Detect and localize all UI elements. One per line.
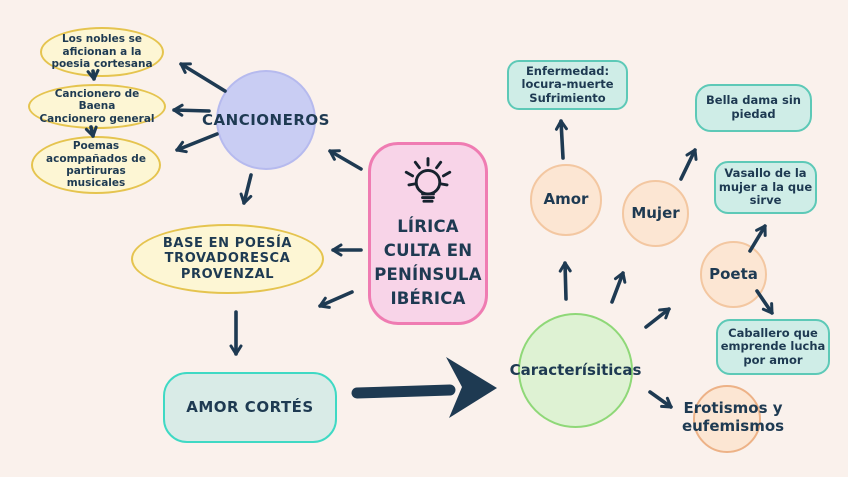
node-erotismos-label-wrap[interactable]: Erotismos y eufemismos xyxy=(668,394,798,442)
arrow-mujer-to-bella-dama xyxy=(679,148,698,181)
arrow-amor-to-enfermedad xyxy=(554,119,568,160)
node-erotismos-label: Erotismos y eufemismos xyxy=(681,399,785,435)
note-poemas-label: Poemas acompañados de partiruras musical… xyxy=(46,140,146,190)
node-amor-label: Amor xyxy=(543,190,589,209)
central-topic-title: LÍRICA CULTA EN PENÍNSULA IBÉRICA xyxy=(374,217,482,308)
node-amor-cortes-label: AMOR CORTÉS xyxy=(186,397,314,416)
arrow-central-to-cancioneros xyxy=(328,149,363,171)
node-poeta-label: Poeta xyxy=(709,264,758,283)
arrow-cancioneros-to-poemas xyxy=(175,132,219,154)
note-enfermedad-label: Enfermedad: locura-muerte Sufrimiento xyxy=(521,63,614,105)
arrow-caracteristicas-to-poeta xyxy=(644,307,671,329)
node-base-trovadoresca[interactable]: BASE EN POESÍA TROVADORESCA PROVENZAL xyxy=(131,224,324,294)
node-base-label: BASE EN POESÍA TROVADORESCA PROVENZAL xyxy=(162,236,293,282)
note-enfermedad[interactable]: Enfermedad: locura-muerte Sufrimiento xyxy=(507,60,628,110)
note-nobles-label: Los nobles se aficionan a la poesia cort… xyxy=(51,33,153,71)
node-caracteristicas[interactable]: Caracterísiticas xyxy=(510,313,641,428)
arrow-cancioneros-to-base xyxy=(239,173,253,205)
note-nobles[interactable]: Los nobles se aficionan a la poesia cort… xyxy=(40,27,164,77)
note-bella-dama[interactable]: Bella dama sin piedad xyxy=(695,84,812,132)
node-poeta[interactable]: Poeta xyxy=(700,241,767,308)
note-vasallo-label: Vasallo de la mujer a la que sirve xyxy=(718,166,813,208)
lightbulb-icon xyxy=(404,157,452,203)
node-erotismos-circle[interactable] xyxy=(693,385,761,453)
note-vasallo[interactable]: Vasallo de la mujer a la que sirve xyxy=(714,161,817,214)
arrow-caracteristicas-to-mujer xyxy=(610,271,627,304)
arrow-caracteristicas-to-amor xyxy=(558,261,572,301)
node-cancioneros[interactable]: CANCIONEROS xyxy=(202,70,329,170)
node-amor[interactable]: Amor xyxy=(530,164,602,236)
node-mujer[interactable]: Mujer xyxy=(622,180,689,247)
central-topic[interactable]: LÍRICA CULTA EN PENÍNSULA IBÉRICA xyxy=(368,142,488,325)
node-cancioneros-label: CANCIONEROS xyxy=(202,111,330,129)
node-caracteristicas-label: Caracterísiticas xyxy=(509,360,642,379)
note-baena[interactable]: Cancionero de Baena Cancionero general xyxy=(28,84,166,129)
arrow-central-to-amor-cortes xyxy=(318,290,354,309)
note-caballero[interactable]: Caballero que emprende lucha por amor xyxy=(716,319,830,375)
note-caballero-label: Caballero que emprende lucha por amor xyxy=(720,325,826,367)
arrow-amor-cortes-to-caracteristicas xyxy=(351,357,497,418)
node-mujer-label: Mujer xyxy=(631,203,680,222)
note-baena-label: Cancionero de Baena Cancionero general xyxy=(39,87,155,125)
arrow-cancioneros-to-nobles xyxy=(179,62,227,93)
note-bella-dama-label: Bella dama sin piedad xyxy=(706,93,801,121)
note-poemas[interactable]: Poemas acompañados de partiruras musical… xyxy=(31,136,161,194)
node-amor-cortes[interactable]: AMOR CORTÉS xyxy=(163,372,337,443)
